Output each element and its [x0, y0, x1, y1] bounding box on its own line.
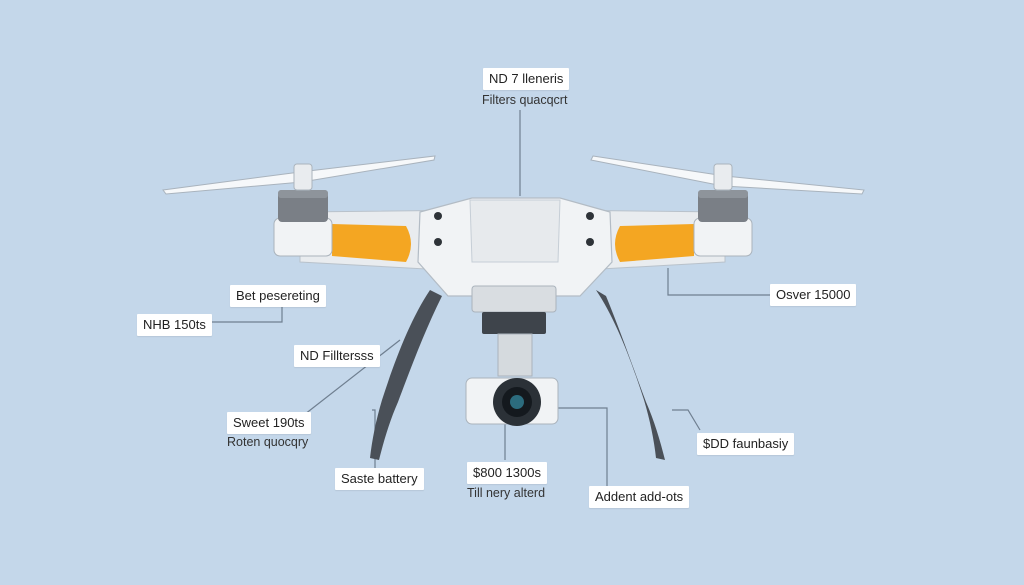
caption-price: Till nery alterd [467, 486, 546, 500]
label-top-title: ND 7 lleneris [483, 68, 570, 90]
left-leg [370, 290, 442, 460]
right-leg [596, 290, 665, 460]
label-price: $800 1300s [467, 462, 547, 484]
label-nhb: NHB 150ts [137, 314, 212, 336]
propellers [162, 155, 865, 195]
label-osver: Osver 15000 [770, 284, 857, 306]
label-nd-filters: ND Filltersss [294, 345, 380, 367]
drone-body [417, 197, 613, 334]
caption-top: Filters quacqcrt [482, 93, 568, 107]
right-arm-accent [615, 224, 694, 262]
leader-sweet [299, 339, 401, 419]
left-motor [273, 163, 333, 257]
label-sweet: Sweet 190ts [227, 412, 311, 434]
label-bet: Bet pesereting [230, 285, 326, 307]
landing-legs [370, 290, 665, 460]
label-sdd: $DD faunbasiy [697, 433, 795, 455]
gimbal-camera [465, 333, 559, 426]
label-saste: Saste battery [335, 468, 424, 490]
leader-sdd [672, 409, 701, 431]
label-adddent: Addent add-ots [589, 486, 690, 508]
left-arm-accent [332, 224, 411, 262]
caption-sweet: Roten quocqry [227, 435, 309, 449]
right-motor [693, 163, 753, 257]
leader-osver [667, 268, 770, 296]
leader-adddent [545, 407, 608, 486]
leader-bet [210, 302, 283, 323]
